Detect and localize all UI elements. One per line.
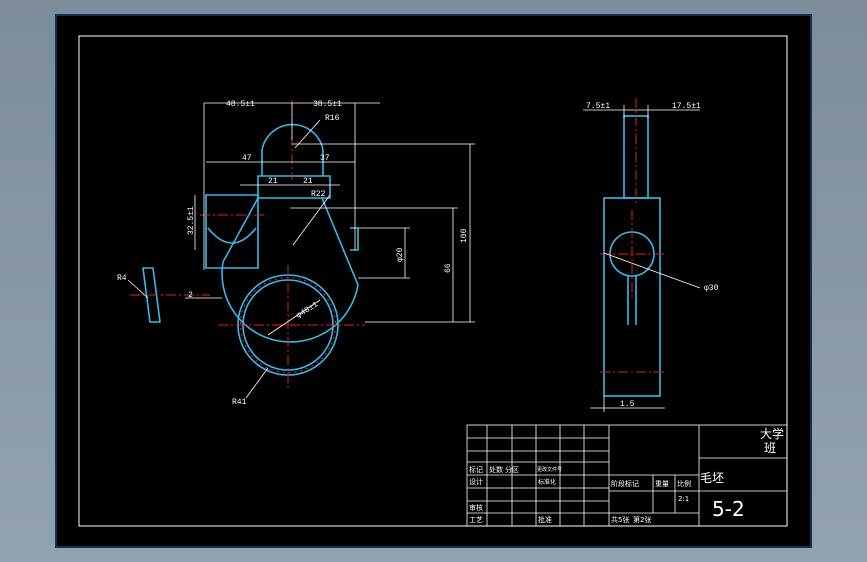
- dim-17-5: 17.5±1: [672, 102, 701, 111]
- tb-part-name: 毛坯: [700, 471, 724, 485]
- tb-weight: 重量: [655, 480, 669, 488]
- tb-process: 工艺: [469, 516, 483, 524]
- dim-48-5: 48.5±1: [226, 100, 255, 109]
- tb-standard: 标准化: [538, 478, 556, 486]
- left-lug-outline: [205, 194, 259, 269]
- tb-mark: 标记: [469, 465, 483, 474]
- tb-sheet-no: 第2张: [633, 515, 651, 524]
- dim-r16: R16: [325, 114, 340, 123]
- title-block: [466, 424, 788, 527]
- tb-count: 处数: [489, 465, 503, 474]
- side-body: [603, 197, 661, 397]
- right-tab: [350, 227, 359, 251]
- tb-change-doc: 更改文件号: [537, 466, 562, 473]
- dim-gap2: 2: [188, 291, 193, 300]
- dim-66: 66: [444, 263, 453, 273]
- dim-21-right: 21: [303, 177, 313, 186]
- leader-r22: [292, 194, 331, 246]
- tb-approve: 批准: [538, 515, 552, 524]
- inner-frame: [78, 35, 788, 527]
- drawing-canvas: [55, 14, 812, 548]
- dim-1-5: 1.5: [620, 400, 635, 409]
- leader-r16: [294, 119, 321, 149]
- tb-sheets: 共5张: [611, 515, 629, 524]
- dim-d20: φ20: [396, 247, 405, 262]
- side-view: 7.5±1 17.5±1 φ30 1.5: [583, 98, 719, 412]
- boss-neck: [257, 175, 331, 199]
- leader-d30: [603, 252, 701, 289]
- leader-r41: [245, 367, 269, 399]
- dim-r41: R41: [232, 398, 247, 407]
- dim-r22: R22: [311, 190, 326, 199]
- tb-stage-mark: 阶段标记: [611, 479, 639, 488]
- dim-r4: R4: [117, 274, 127, 283]
- dim-32-5: 32.5±1: [187, 206, 196, 235]
- tb-school-line2: 班: [764, 441, 776, 455]
- dim-37: 37: [320, 154, 330, 163]
- tb-zone: 分区: [505, 465, 519, 474]
- dim-d30: φ30: [704, 284, 719, 293]
- tb-review: 审核: [469, 503, 483, 512]
- dim-100: 100: [460, 228, 469, 243]
- title-block-frame: [466, 424, 788, 527]
- tb-drawing-no: 5-2: [712, 497, 745, 521]
- front-view: 48.5±1 38.5±1 R16 47 37 21 21 R22 32.5±1…: [117, 100, 475, 407]
- leader-d48: [267, 299, 321, 336]
- section-r4: [142, 267, 161, 323]
- lever-body-outline: [221, 197, 359, 343]
- tb-design: 设计: [469, 477, 483, 486]
- leader-r4: [127, 279, 149, 299]
- dim-38-5: 38.5±1: [313, 100, 342, 109]
- dim-21-left: 21: [268, 177, 278, 186]
- side-slot: [627, 276, 637, 325]
- outer-border: [55, 14, 812, 548]
- lug-notch: [207, 227, 257, 244]
- dim-7-5: 7.5±1: [586, 102, 610, 111]
- tb-school-line1: 大学: [760, 426, 784, 441]
- tb-scale-value: 2:1: [678, 495, 689, 503]
- tb-scale-label: 比例: [677, 479, 691, 488]
- dim-47: 47: [242, 154, 252, 163]
